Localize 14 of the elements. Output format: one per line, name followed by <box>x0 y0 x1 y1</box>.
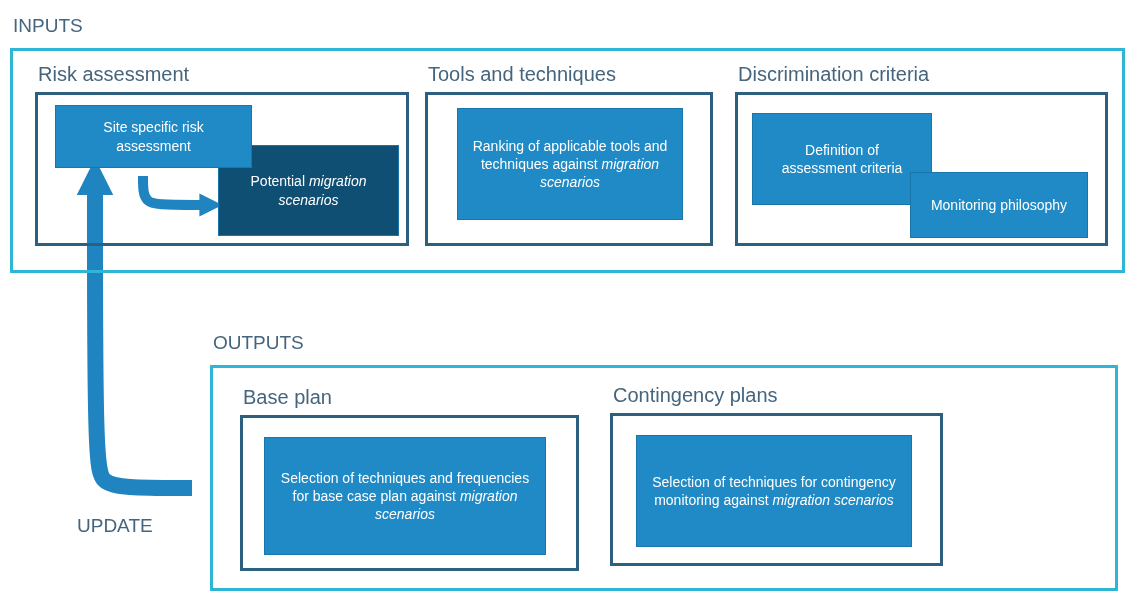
process-box: Definition of assessment criteria <box>752 113 932 205</box>
section-heading: INPUTS <box>13 15 83 37</box>
section-heading: Discrimination criteria <box>738 63 930 86</box>
section-heading: OUTPUTS <box>213 332 304 354</box>
process-box: Selection of techniques and frequencies for base case plan against migration scenarios <box>264 437 546 555</box>
highlight-box: Potential migration scenarios <box>218 145 399 236</box>
process-box: Monitoring philosophy <box>910 172 1088 238</box>
section-heading: Risk assessment <box>38 63 190 86</box>
section-heading: Base plan <box>243 386 332 409</box>
section-heading: Contingency plans <box>613 384 778 407</box>
section-heading: Tools and techniques <box>428 63 616 86</box>
process-box: Site specific risk assessment <box>55 105 252 168</box>
process-box: Ranking of applicable tools and techniques against migration scenarios <box>457 108 683 220</box>
process-box: Selection of techniques for contingency monitoring against migration scenarios <box>636 435 912 547</box>
